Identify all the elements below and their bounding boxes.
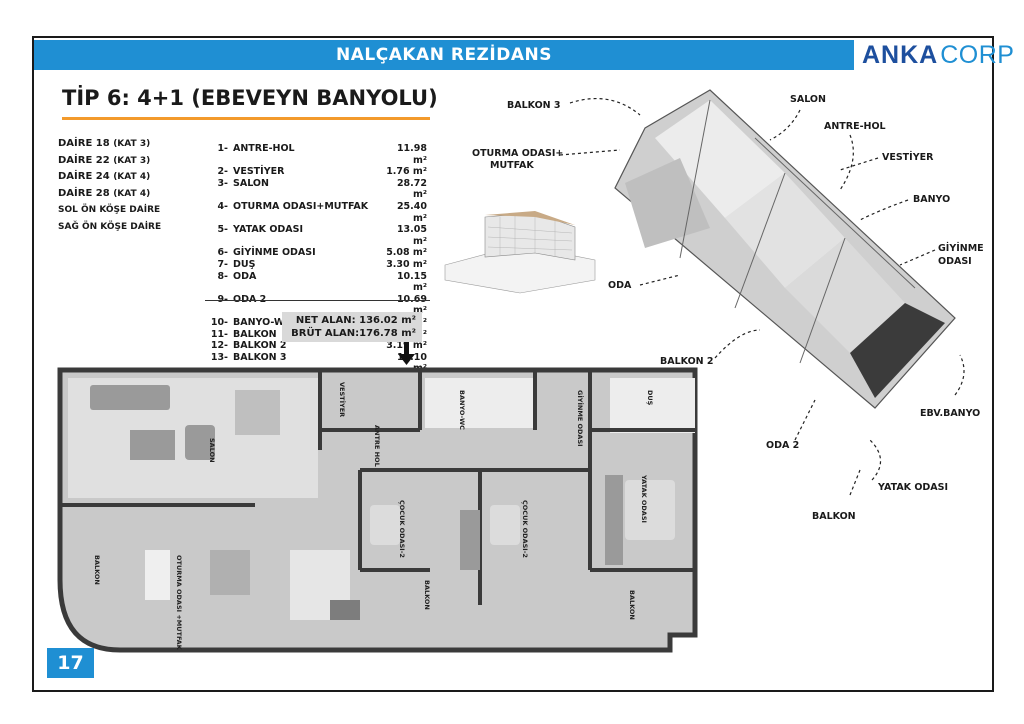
room-number: 10-: [210, 316, 228, 328]
room-name: DUŞ: [233, 258, 256, 270]
plan-title: TİP 6: 4+1 (EBEVEYN BANYOLU): [62, 86, 438, 110]
iso-label-yatak: YATAK ODASI: [878, 482, 949, 493]
iso-label-salon: SALON: [790, 94, 826, 105]
room-name: BALKON 3: [233, 351, 287, 363]
iso-label-giyinme-a: GİYİNME: [938, 243, 984, 254]
area-box: NET ALAN: 136.02 m² BRÜT ALAN:176.78 m²: [282, 312, 422, 342]
plan-label-banyo: BANYO-WC: [458, 390, 466, 430]
iso-label-antre: ANTRE-HOL: [824, 121, 886, 132]
plan-label-salon: SALON: [208, 438, 216, 463]
room-name: ODA 2: [233, 294, 383, 317]
iso-label-oturma-a: OTURMA ODASI+: [472, 148, 564, 159]
iso-label-balkon3: BALKON 3: [507, 100, 561, 111]
room-name: BALKON 2: [233, 340, 287, 352]
unit-list: DAİRE 18 (KAT 3) DAİRE 22 (KAT 3) DAİRE …: [58, 136, 161, 235]
iso-label-ebv: EBV.BANYO: [920, 408, 981, 419]
plan-label-yatak: YATAK ODASI: [640, 474, 648, 523]
room-number: 5-: [217, 224, 228, 236]
room-number: 11-: [210, 328, 228, 340]
room-name: OTURMA ODASI+MUTFAK: [233, 200, 369, 212]
room-area: 10.15 m²: [396, 270, 427, 294]
room-area: 1.76 m²: [386, 166, 427, 178]
iso-label-banyo: BANYO: [913, 194, 951, 205]
iso-label-oda2: ODA 2: [766, 440, 800, 451]
header-title: NALÇAKAN REZİDANS: [336, 45, 552, 65]
logo-anka: ANKA: [862, 40, 939, 69]
plan-label-cocuk1: ÇOCUK ODASI-2: [398, 500, 406, 558]
plan-label-oturma: OTURMA ODASI +MUTFAK: [175, 555, 183, 651]
room-row: 7- DUŞ 3.30 m²: [210, 259, 427, 271]
room-area: 5.08 m²: [386, 247, 427, 259]
plan-label-balkon3: BALKON: [628, 590, 636, 620]
room-number: 4-: [217, 200, 228, 212]
plan-label-giyinme: GİYİNME ODASI: [576, 390, 585, 447]
room-area: 10.69 m²: [397, 294, 427, 317]
isometric-render: [614, 89, 956, 409]
title-underline: [62, 117, 430, 120]
room-name: GİYİNME ODASI: [233, 247, 316, 259]
room-name: BALKON: [233, 328, 277, 340]
room-number: 7-: [217, 258, 228, 270]
iso-label-balkon2: BALKON 2: [660, 356, 714, 367]
building-sketch: [444, 211, 596, 294]
down-arrow-icon: [398, 342, 415, 365]
room-number: 13-: [210, 351, 228, 363]
room-number: 6-: [217, 247, 228, 259]
room-number: 8-: [217, 270, 228, 282]
page-number: 17: [47, 648, 94, 678]
iso-label-oturma-b: MUTFAK: [490, 160, 534, 171]
room-row: 6- GİYİNME ODASI 5.08 m²: [210, 247, 427, 259]
room-row: 3- SALON 28.72 m²: [210, 178, 427, 201]
room-row: 4- OTURMA ODASI+MUTFAK 25.40 m²: [210, 201, 427, 224]
room-row: 2- VESTİYER 1.76 m²: [210, 166, 427, 178]
plan-label-vestiyer: VESTİYER: [338, 382, 347, 417]
room-name: VESTİYER: [233, 166, 285, 178]
room-area: 11.98 m²: [396, 143, 427, 166]
room-row: 9-ODA 2 10.69 m²: [210, 294, 427, 317]
room-number: 9-: [210, 294, 228, 317]
room-row: 8- ODA 10.15 m²: [210, 271, 427, 294]
page-frame: [32, 36, 994, 692]
iso-label-oda: ODA: [608, 280, 632, 291]
position-item: SOL ÖN KÖŞE DAİRE: [58, 205, 161, 215]
room-area: 3.30 m²: [386, 258, 427, 270]
room-area: 25.40 m²: [396, 200, 427, 224]
room-row: 1- ANTRE-HOL 11.98 m²: [210, 143, 427, 166]
room-number: 1-: [217, 143, 228, 154]
room-name: SALON: [233, 177, 269, 189]
room-number: 2-: [217, 166, 228, 178]
unit-item: DAİRE 22 (KAT 3): [58, 154, 151, 166]
table-rule: [205, 300, 430, 301]
unit-item: DAİRE 28 (KAT 4): [58, 187, 151, 199]
iso-label-vestiyer: VESTİYER: [882, 152, 934, 163]
unit-item: DAİRE 18 (KAT 3): [58, 138, 151, 149]
room-name: ODA: [233, 270, 257, 282]
room-name: BANYO-WC: [233, 316, 292, 328]
iso-label-balkon: BALKON: [812, 511, 856, 522]
gross-area: BRÜT ALAN:176.78 m²: [291, 328, 416, 339]
plan-label-cocuk2: ÇOCUK ODASI-2: [521, 500, 529, 558]
room-row: 5- YATAK ODASI 13.05 m²: [210, 224, 427, 247]
header-banner: NALÇAKAN REZİDANS: [34, 40, 854, 70]
room-name: YATAK ODASI: [233, 224, 304, 236]
room-area: 28.72 m²: [396, 177, 427, 201]
plan-label-balkon2: BALKON: [423, 580, 431, 610]
room-number: 12-: [210, 340, 228, 352]
floor-plan: SALON ANTRE HOL VESTİYER BANYO-WC GİYİNM…: [57, 367, 698, 653]
plan-label-dus: DUŞ: [646, 390, 654, 406]
unit-item: DAİRE 24 (KAT 4): [58, 171, 151, 182]
plan-label-antre: ANTRE HOL: [373, 425, 381, 467]
position-item: SAĞ ÖN KÖŞE DAİRE: [58, 221, 162, 232]
room-number: 3-: [217, 177, 228, 189]
net-area: NET ALAN: 136.02 m²: [295, 315, 416, 326]
room-area: 13.05 m²: [396, 224, 427, 247]
logo-corp: CORP: [940, 40, 1015, 69]
plan-label-balkon1: BALKON: [93, 555, 101, 585]
room-name: ANTRE-HOL: [233, 143, 295, 154]
iso-label-giyinme-b: ODASI: [938, 256, 972, 267]
